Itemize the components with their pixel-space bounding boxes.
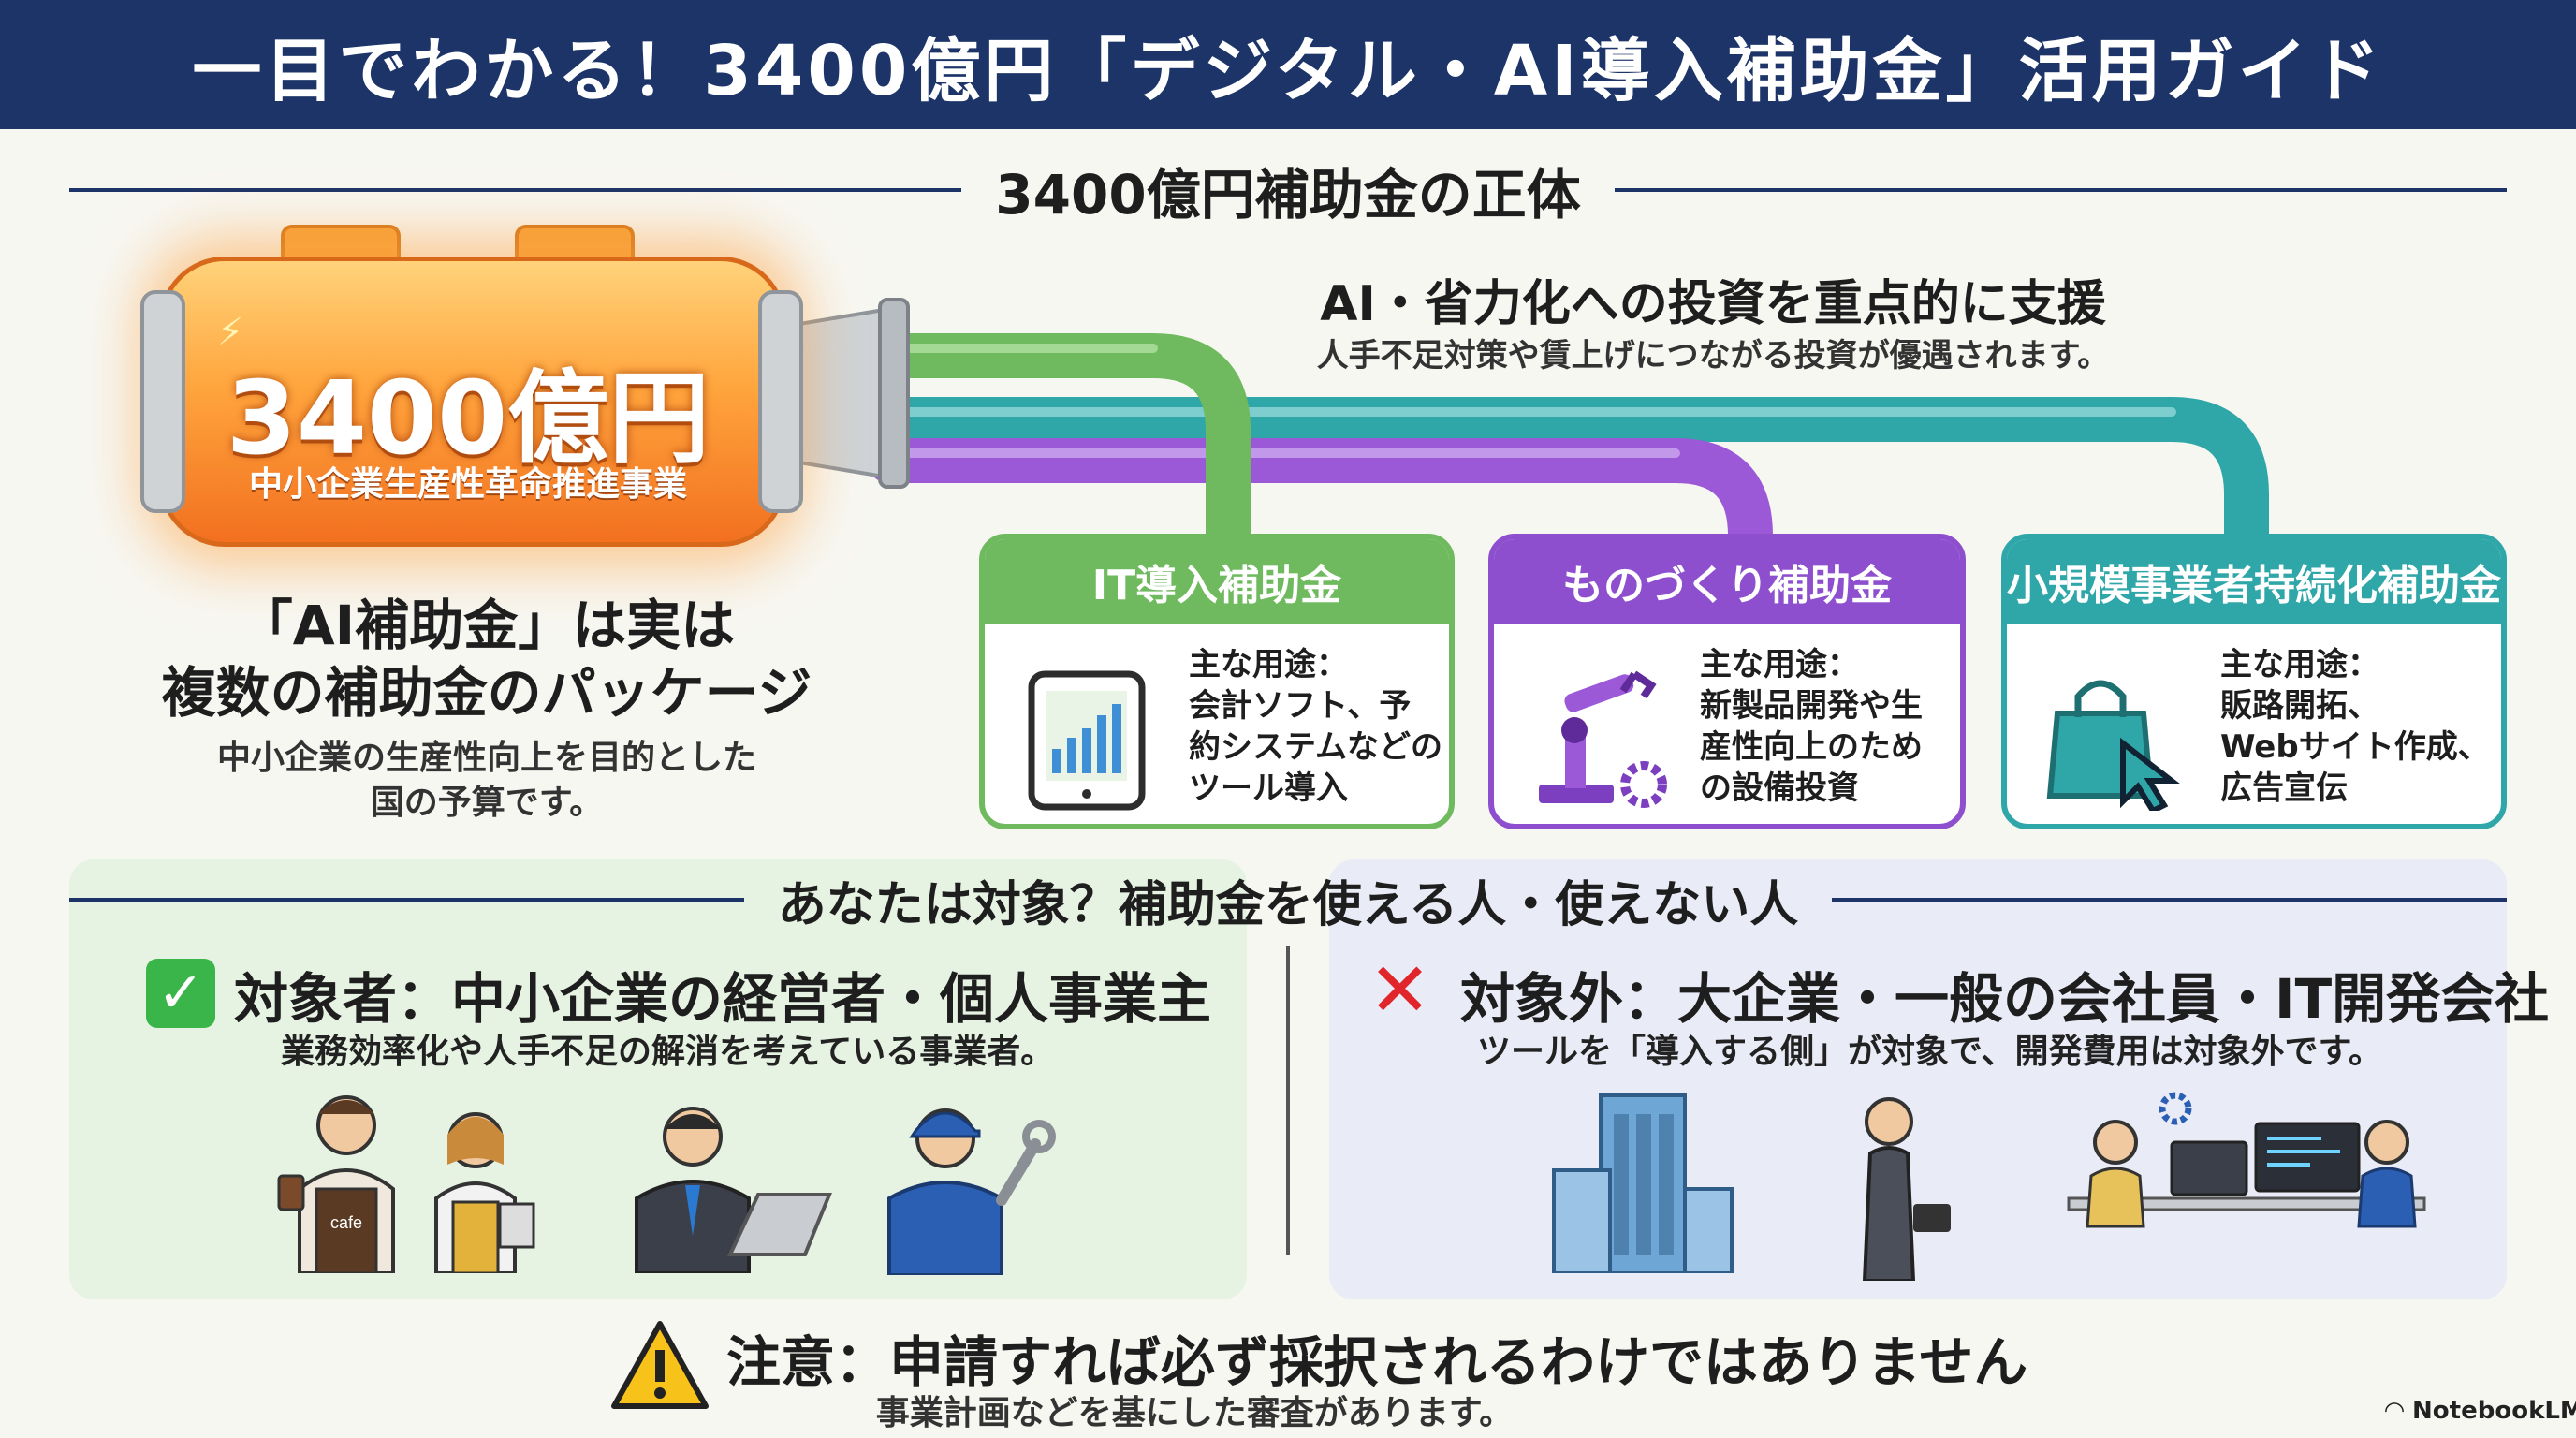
businessman-laptop-illustration [635, 1107, 832, 1273]
card-small-business-line: 主な用途： [2220, 646, 2379, 683]
cross-icon: ✕ [1368, 946, 1432, 1034]
note-sub: 事業計画などを基にした審査があります。 [875, 1394, 1514, 1432]
card-it-line: ツール導入 [1189, 770, 1348, 807]
card-monozukuri-subsidy: ものづくり補助金 主な用途： 新製品開発や生 産性向上のため の設備投資 [1488, 534, 1966, 829]
package-desc-1: 中小企業の生産性向上を目的とした [216, 739, 756, 777]
developers-illustration [2067, 1092, 2426, 1228]
green-pipe [867, 333, 1251, 558]
tank-end-left [140, 290, 185, 513]
section-heading-2-text: あなたは対象？補助金を使える人・使えない人 [777, 876, 1799, 933]
not-eligible-title: 対象外：大企業・一般の会社員・IT開発会社 [1460, 967, 2550, 1031]
notebooklm-icon: ◠ [2385, 1397, 2413, 1425]
package-heading: 「AI補助金」は実は 複数の補助金のパッケージ [112, 592, 861, 726]
teal-pipe [867, 397, 2269, 558]
office-building-illustration [1552, 1093, 1734, 1273]
budget-tank: 3400億円 中小企業生産性革命推進事業 ⚡ [140, 225, 814, 547]
card-monozukuri-line: 産性向上のため [1700, 728, 1923, 766]
focus-title: AI・省力化への投資を重点的に支援 [1320, 276, 2106, 332]
not-eligible-sub: ツールを「導入する側」が対象で、開発費用は対象外です。 [1477, 1033, 2382, 1071]
package-desc-2: 国の予算です。 [370, 784, 604, 822]
brand-logo: ◠ NotebookLM [2385, 1397, 2576, 1425]
panel-divider [1286, 946, 1290, 1255]
robot-arm-icon [1539, 670, 1667, 808]
worker-wrench-illustration [887, 1108, 1056, 1275]
focus-sub: 人手不足対策や賃上げにつながる投資が優遇されます。 [1316, 337, 2110, 374]
section-heading-2: あなたは対象？補助金を使える人・使えない人 [69, 867, 2508, 933]
brand-name: NotebookLM [2412, 1397, 2576, 1425]
tank-name: 中小企業生産性革命推進事業 [248, 465, 687, 504]
section-heading-1-text: 3400億円補助金の正体 [995, 163, 1581, 227]
card-it-line: 会計ソフト、予 [1189, 687, 1412, 725]
cafe-owner-illustration: cafe [277, 1095, 535, 1273]
card-small-business-line: Webサイト作成、 [2220, 728, 2490, 766]
check-icon: ✓ [146, 959, 215, 1028]
page-title: 一目でわかる！3400億円「デジタル・AI導入補助金」活用ガイド [192, 30, 2384, 111]
shopping-bag-icon [2046, 680, 2180, 811]
office-worker-illustration [1862, 1097, 1951, 1281]
tablet-chart-icon [1028, 670, 1146, 811]
card-monozukuri-line: 新製品開発や生 [1700, 687, 1923, 725]
lightning-icon: ⚡ [217, 311, 244, 354]
card-it-line: 主な用途： [1189, 646, 1348, 683]
card-small-business-subsidy: 小規模事業者持続化補助金 主な用途： 販路開拓、 Webサイト作成、 広告宣伝 [2001, 534, 2507, 829]
warning-icon [611, 1321, 709, 1409]
note-title: 注意：申請すれば必ず採択されるわけではありません [726, 1330, 2028, 1394]
eligible-title: 対象者：中小企業の経営者・個人事業主 [234, 967, 1212, 1031]
package-line-2: 複数の補助金のパッケージ [161, 661, 812, 725]
cafe-label: cafe [330, 1213, 362, 1232]
card-monozukuri-line: 主な用途： [1700, 646, 1859, 683]
eligible-sub: 業務効率化や人手不足の解消を考えている事業者。 [281, 1033, 1055, 1071]
title-bar: 一目でわかる！3400億円「デジタル・AI導入補助金」活用ガイド [0, 0, 2576, 129]
tank-amount: 3400億円 [226, 360, 710, 477]
card-small-business-title: 小規模事業者持続化補助金 [2007, 539, 2501, 624]
card-small-business-line: 広告宣伝 [2220, 770, 2348, 807]
card-it-title: IT導入補助金 [985, 539, 1449, 624]
card-small-business-line: 販路開拓、 [2220, 687, 2379, 725]
card-it-line: 約システムなどの [1189, 728, 1442, 766]
card-monozukuri-line: の設備投資 [1700, 770, 1859, 807]
purple-pipe [867, 438, 1773, 558]
tank-end-right [758, 290, 803, 513]
package-desc: 中小企業の生産性向上を目的とした 国の予算です。 [159, 736, 814, 826]
card-it-subsidy: IT導入補助金 主な用途： 会計ソフト、予 約システムなどの ツール導入 [979, 534, 1455, 829]
section-heading-1: 3400億円補助金の正体 [69, 157, 2507, 227]
package-line-1: 「AI補助金」は実は [238, 594, 736, 657]
card-monozukuri-title: ものづくり補助金 [1494, 539, 1960, 624]
